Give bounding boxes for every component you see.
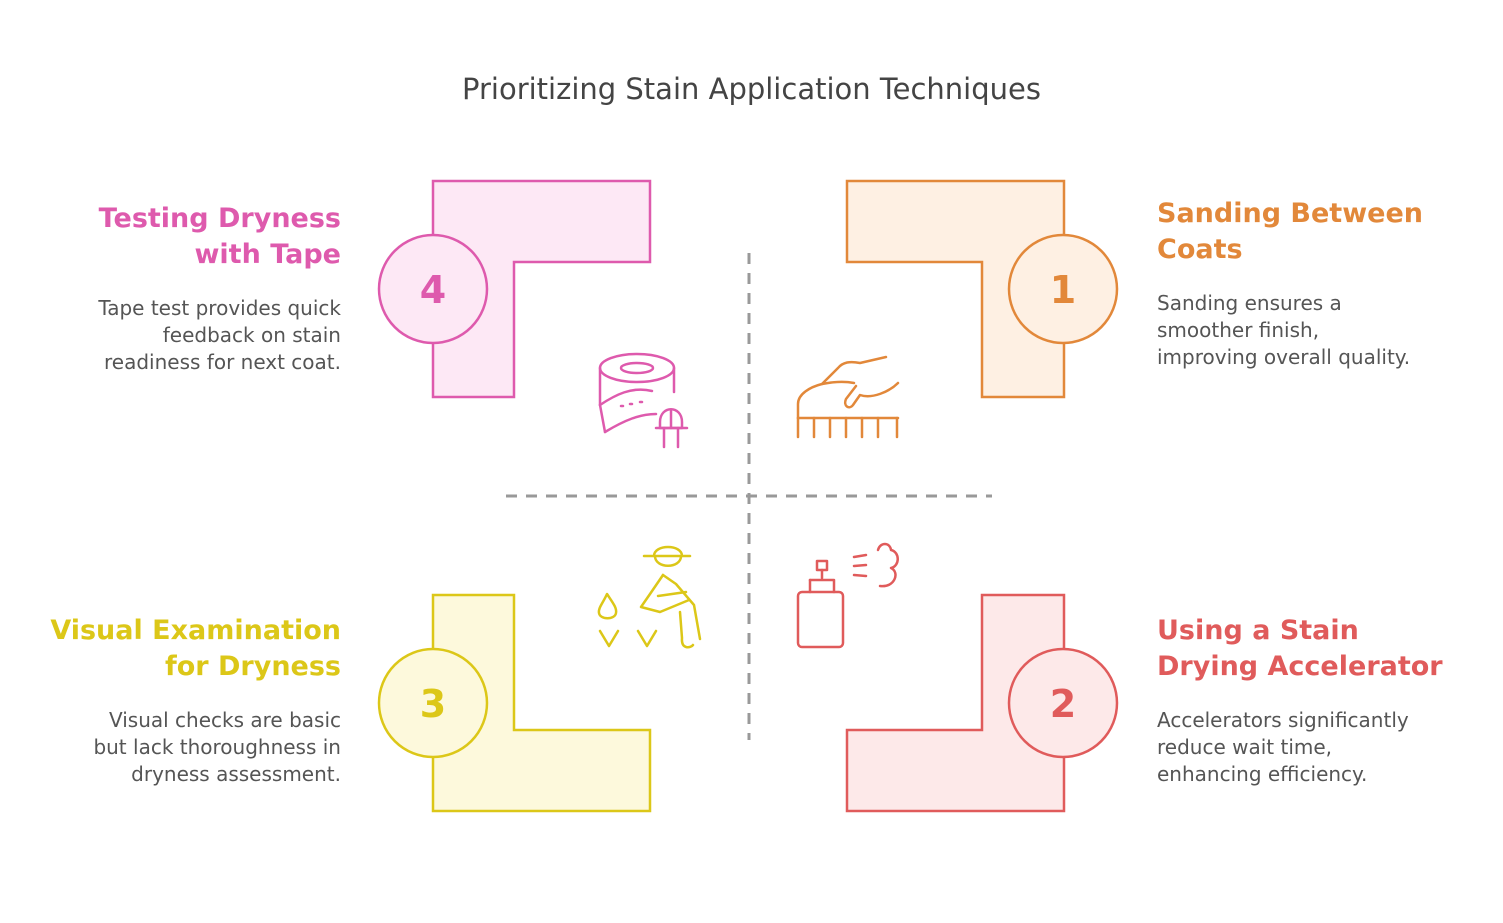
l-shape-bottom-left (431, 593, 652, 813)
description-sanding-between-coats: Sanding ensures a smoother finish, impro… (1157, 290, 1477, 371)
description-visual-examination: Visual checks are basic but lack thoroug… (40, 707, 341, 788)
heading-line: Sanding Between (1157, 198, 1424, 229)
heading-line: with Tape (194, 239, 341, 270)
number-badge-2: 2 (1007, 647, 1119, 759)
number-3: 3 (420, 682, 446, 726)
number-2: 2 (1050, 682, 1076, 726)
description-line: Tape test provides quick (98, 296, 341, 320)
heading-testing-dryness: Testing Dryness with Tape (60, 201, 341, 273)
description-line: improving overall quality. (1157, 345, 1411, 369)
heading-line: Testing Dryness (98, 203, 341, 234)
page-title: Prioritizing Stain Application Technique… (462, 72, 1041, 106)
description-drying-accelerator: Accelerators significantly reduce wait t… (1157, 707, 1477, 788)
number-badge-1: 1 (1007, 233, 1119, 345)
heading-line: Drying Accelerator (1157, 651, 1443, 682)
description-line: feedback on stain (162, 323, 341, 347)
description-testing-dryness: Tape test provides quick feedback on sta… (40, 295, 341, 376)
number-badge-4: 4 (377, 233, 489, 345)
number-badge-3: 3 (377, 647, 489, 759)
description-line: Accelerators significantly (1157, 708, 1409, 732)
l-shape-bottom-right (845, 593, 1066, 813)
heading-visual-examination: Visual Examination for Dryness (40, 613, 341, 685)
description-line: enhancing efficiency. (1157, 762, 1368, 786)
number-4: 4 (420, 268, 446, 312)
description-line: readiness for next coat. (104, 350, 341, 374)
heading-line: Visual Examination (50, 615, 341, 646)
description-line: smoother finish, (1157, 318, 1320, 342)
tape-measure-icon (598, 352, 689, 449)
description-line: dryness assessment. (131, 762, 341, 786)
spray-bottle-icon (796, 542, 899, 649)
description-line: but lack thoroughness in (93, 735, 341, 759)
sanding-hand-icon (796, 355, 900, 439)
person-examining-icon (597, 545, 702, 649)
heading-sanding-between-coats: Sanding Between Coats (1157, 196, 1457, 268)
l-shape-top-right (845, 179, 1066, 399)
heading-line: Coats (1157, 234, 1243, 265)
number-1: 1 (1050, 268, 1076, 312)
l-shape-top-left (431, 179, 652, 399)
description-line: Sanding ensures a (1157, 291, 1342, 315)
heading-line: Using a Stain (1157, 615, 1359, 646)
description-line: Visual checks are basic (108, 708, 341, 732)
heading-line: for Dryness (164, 651, 341, 682)
heading-drying-accelerator: Using a Stain Drying Accelerator (1157, 613, 1477, 685)
description-line: reduce wait time, (1157, 735, 1333, 759)
